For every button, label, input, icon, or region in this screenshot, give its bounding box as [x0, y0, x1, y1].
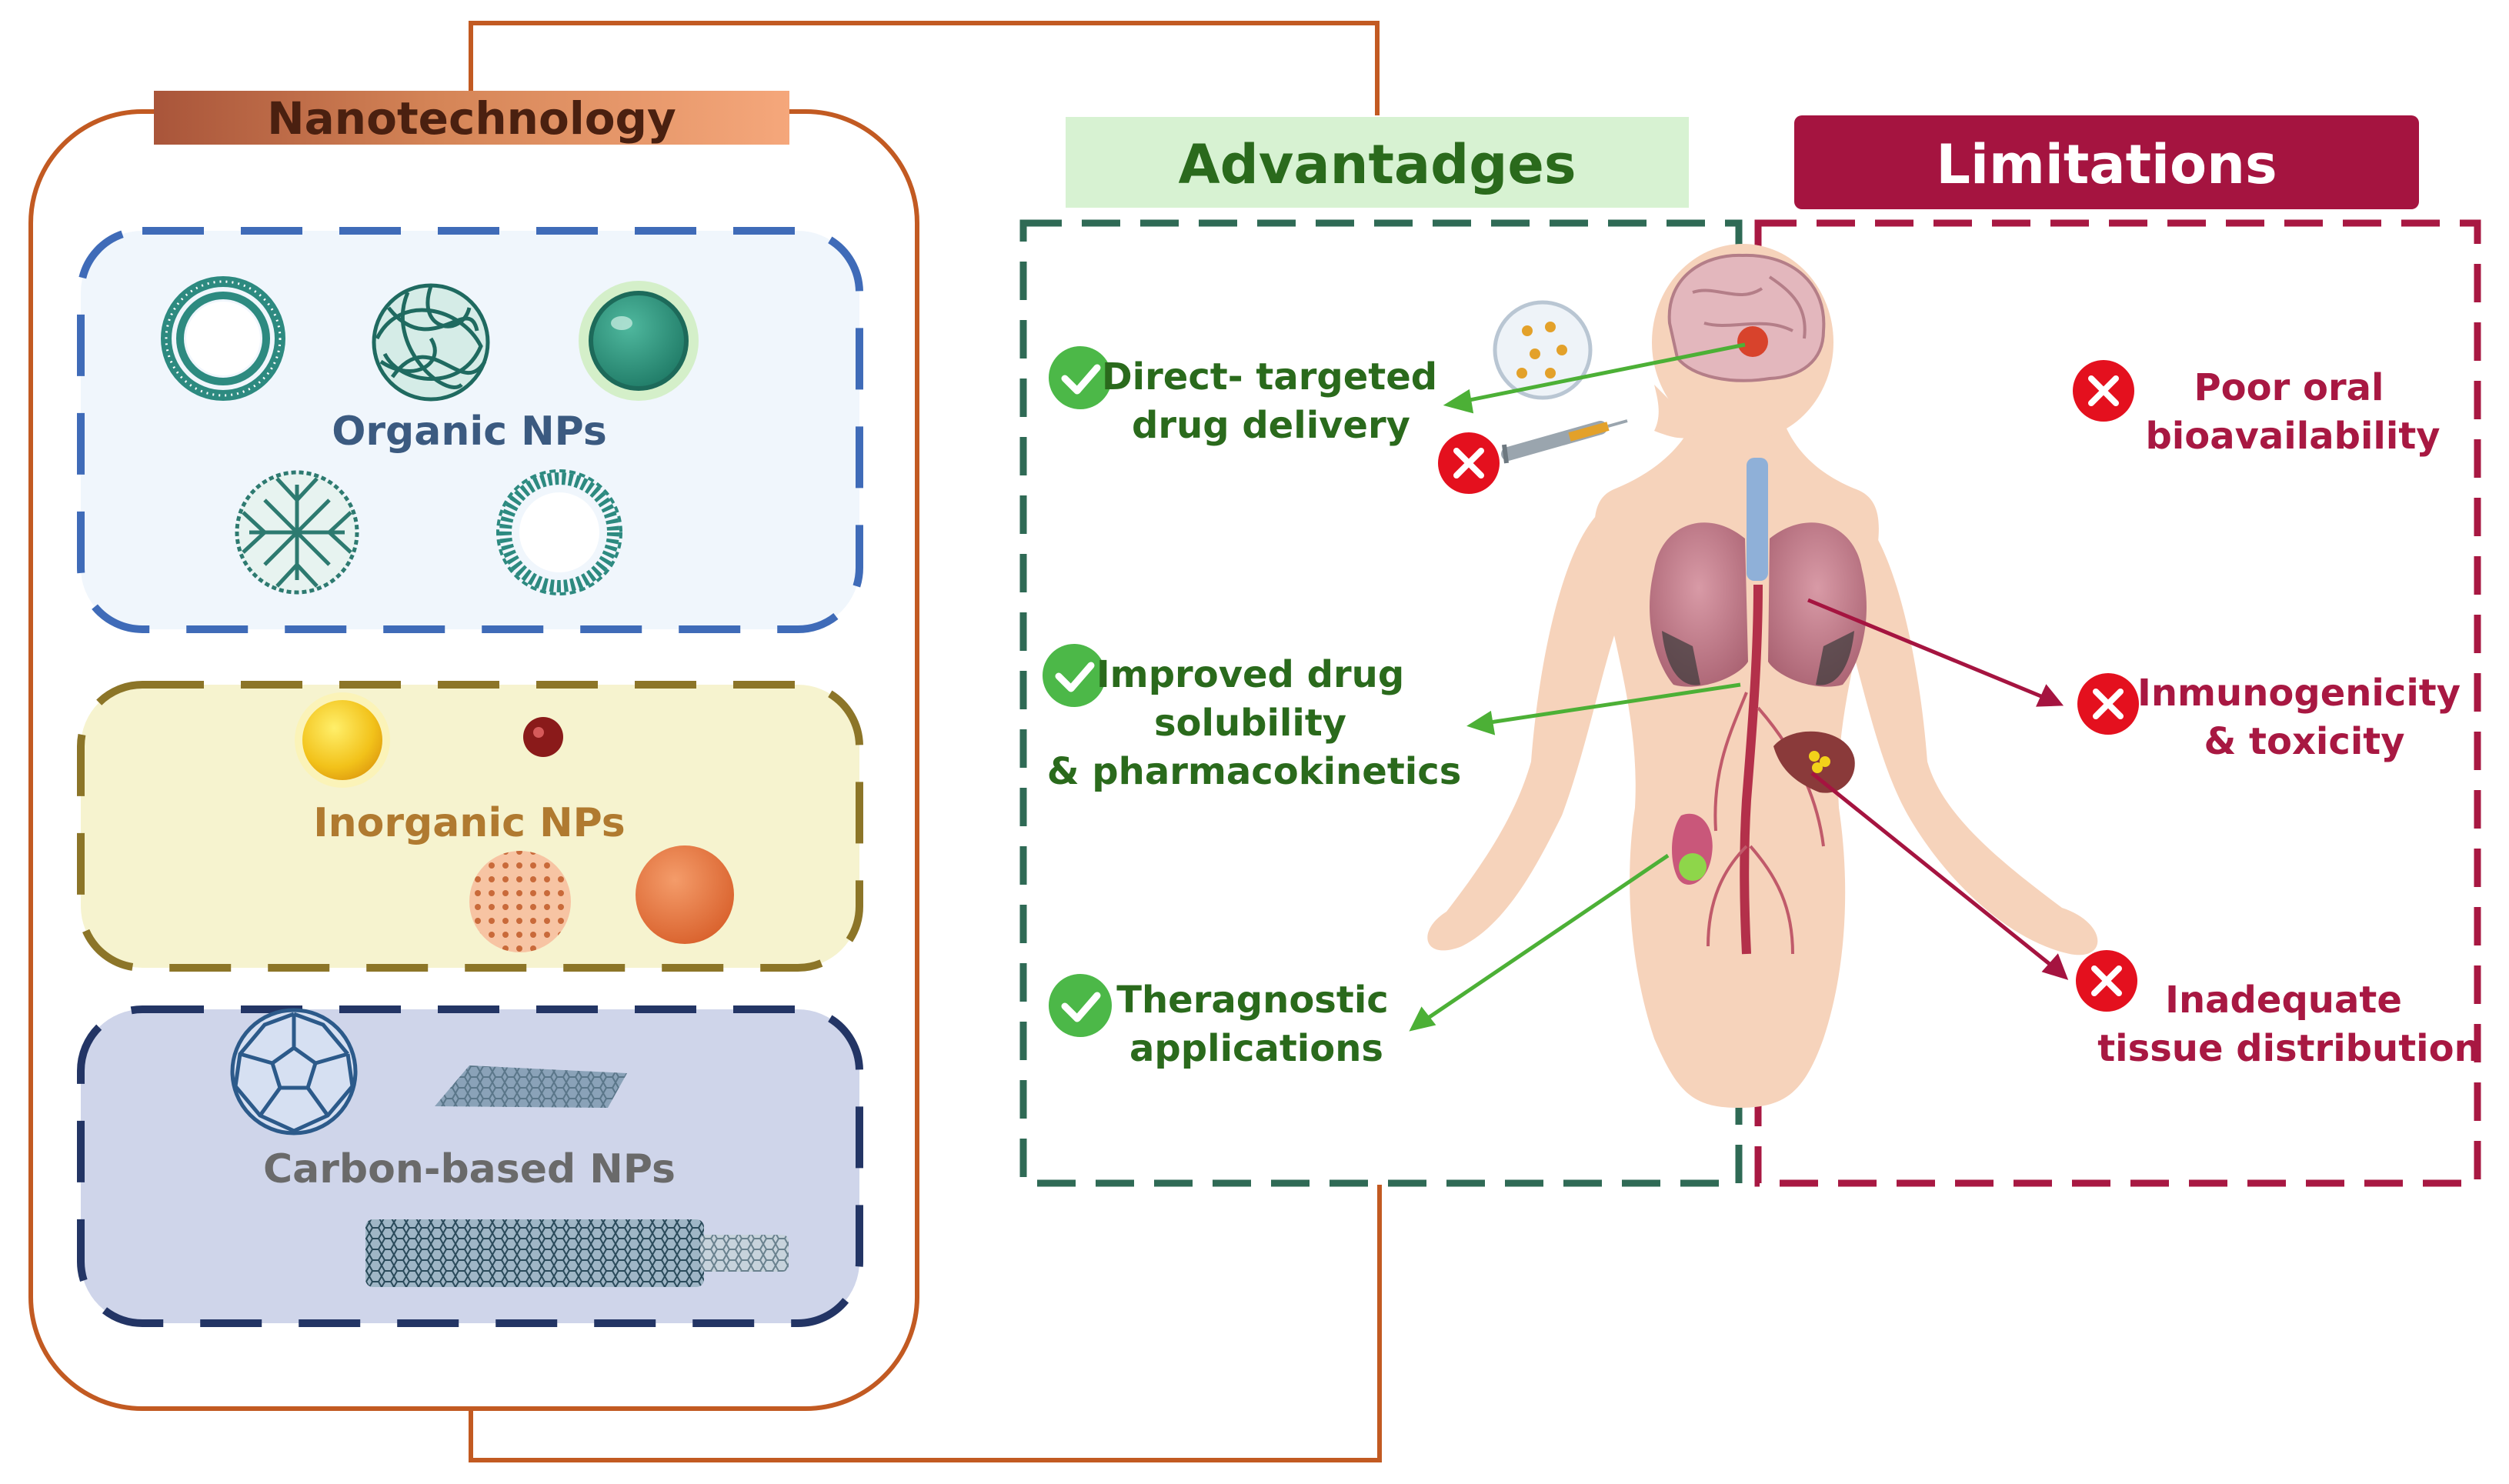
syringe-icon	[1501, 419, 1628, 464]
gold-nanoparticle-icon	[295, 692, 390, 788]
trachea-icon	[1747, 458, 1768, 581]
graphene-sheet-icon	[435, 1065, 627, 1108]
nanoparticle-cluster-icon	[1493, 300, 1593, 400]
limitation-toxicity-line1: Inmunogenicity	[2137, 672, 2461, 715]
limitation-arrows	[1807, 598, 2069, 980]
cross-icon	[1438, 432, 1500, 494]
cross-icon	[2073, 360, 2134, 422]
mesoporous-silica-nanoparticle-icon	[469, 851, 571, 952]
liposome-icon	[161, 276, 285, 401]
advantage-arrows	[1409, 342, 1746, 1032]
carbon-nanotube-icon	[365, 1219, 789, 1287]
limitation-oral-line2: bioavailability	[2145, 415, 2440, 458]
aorta-icon	[1740, 584, 1763, 955]
solid-lipid-nanoparticle-icon	[579, 281, 699, 401]
cross-icon	[2077, 673, 2139, 735]
limitation-distribution-line1: Inadequate	[2165, 979, 2402, 1022]
advantages-header-bg	[1066, 117, 1689, 208]
advantages-header: Advantadges	[1178, 133, 1576, 196]
cross-icon	[2076, 950, 2137, 1012]
advantage-theragnostic-line2: applications	[1129, 1027, 1383, 1070]
brain-icon	[1667, 253, 1826, 382]
polymer-nanoparticle-icon	[372, 283, 490, 402]
advantage-direct-targeted-line2: drug delivery	[1132, 404, 1410, 447]
advantage-solubility-line3: & pharmacokinetics	[1047, 750, 1462, 793]
advantage-theragnostic-line1: Theragnostic	[1116, 979, 1388, 1022]
iron-oxide-nanoparticle-icon	[523, 717, 563, 757]
limitation-toxicity-line2: & toxicity	[2204, 720, 2404, 763]
check-icon	[1049, 346, 1112, 409]
check-icon	[1043, 644, 1106, 707]
inorganic-nps-label: Inorganic NPs	[313, 800, 626, 846]
copper-nanoparticle-icon	[636, 845, 734, 944]
dendrimer-icon	[235, 470, 359, 595]
top-connector-line	[469, 21, 1380, 115]
advantage-direct-targeted-line1: Direct- targeted	[1102, 355, 1437, 399]
limitation-oral-line1: Poor oral	[2194, 366, 2384, 409]
nanotechnology-title: Nanotechnology	[267, 92, 676, 145]
micelle-icon	[496, 469, 622, 595]
check-icon	[1049, 974, 1112, 1037]
limitations-header: Limitations	[1936, 133, 2277, 196]
carbon-nps-label: Carbon-based NPs	[263, 1146, 676, 1192]
kidney-icon	[1672, 813, 1713, 885]
organic-nps-label: Organic NPs	[332, 409, 607, 455]
fullerene-icon	[230, 1008, 358, 1136]
limitations-header-bg	[1794, 115, 2419, 209]
advantage-solubility-line2: solubility	[1154, 702, 1346, 745]
nanotechnology-title-bar	[154, 91, 789, 145]
liver-icon	[1773, 731, 1855, 793]
bottom-connector-line	[469, 1185, 1382, 1462]
limitation-distribution-line2: tissue distribution	[2097, 1027, 2481, 1070]
advantage-solubility-line1: Improved drug	[1096, 653, 1404, 696]
